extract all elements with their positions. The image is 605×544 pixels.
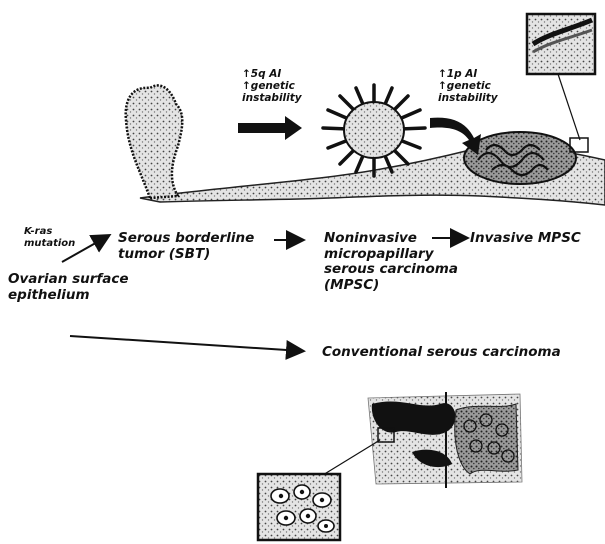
arrow-ose-to-conventional [70, 336, 302, 351]
conventional-serous-carcinoma-label: Conventional serous carcinoma [322, 345, 561, 361]
mpsc-line1: Noninvasive [324, 231, 458, 247]
invasive-mpsc-label: Invasive MPSC [470, 231, 581, 247]
mpsc-label: Noninvasive micropapillary serous carcin… [324, 231, 458, 293]
sbt-line1: Serous borderline [118, 231, 254, 247]
step2-line2: ↑genetic [438, 80, 498, 92]
step2-curved-arrow [430, 118, 481, 155]
sbt-label: Serous borderline tumor (SBT) [118, 231, 254, 262]
kras-line2: mutation [24, 238, 75, 250]
step1-block-arrow [238, 116, 302, 140]
step1-annotation: ↑5q AI ↑genetic instability [242, 68, 302, 104]
step2-annotation: ↑1p AI ↑genetic instability [438, 68, 498, 104]
ose-line2: epithelium [8, 288, 129, 304]
mpsc-line2: micropapillary [324, 247, 458, 263]
kras-mutation-label: K-ras mutation [24, 226, 75, 249]
conventional-tissue-illustration [368, 392, 522, 488]
mpsc-line3: serous carcinoma [324, 262, 458, 278]
step2-line3: instability [438, 92, 498, 104]
micropapillary-lesion-illustration [323, 85, 425, 176]
ovarian-surface-epithelium-label: Ovarian surface epithelium [8, 272, 129, 303]
invasive-inset [527, 14, 595, 140]
sbt-line2: tumor (SBT) [118, 247, 254, 263]
kras-line1: K-ras [24, 226, 75, 238]
step1-line2: ↑genetic [242, 80, 302, 92]
mpsc-line4: (MPSC) [324, 278, 458, 294]
conventional-inset [258, 440, 380, 540]
step2-line1: ↑1p AI [438, 68, 498, 80]
step1-line3: instability [242, 92, 302, 104]
sbt-papilla-illustration [126, 85, 183, 198]
step1-line1: ↑5q AI [242, 68, 302, 80]
ose-line1: Ovarian surface [8, 272, 129, 288]
